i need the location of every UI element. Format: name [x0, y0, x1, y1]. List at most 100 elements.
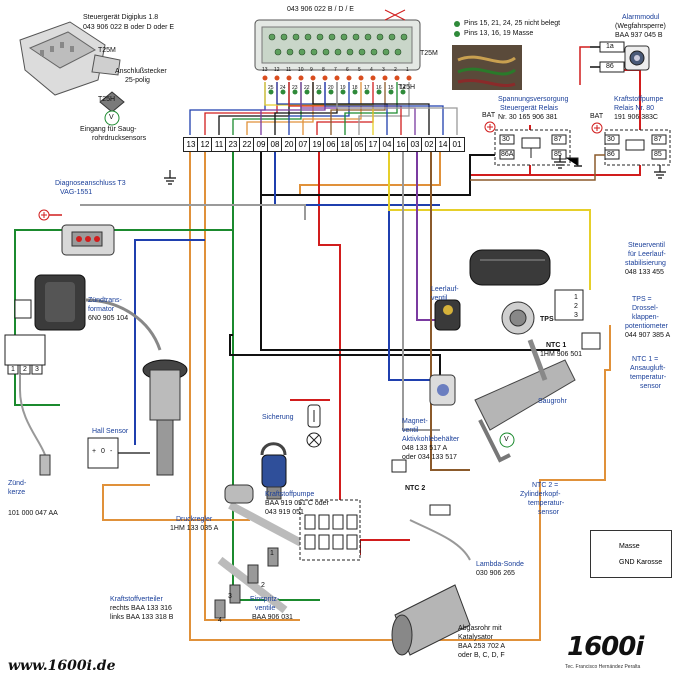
- solenoid-line3: Aktivkohlebehälter: [402, 436, 460, 443]
- lambda-part: 030 906 265: [476, 570, 515, 577]
- ecu-part: 043 906 022 B oder D oder E: [83, 24, 175, 31]
- idle-title2: ventil: [431, 295, 448, 302]
- regulator-title: Druckregler: [176, 516, 213, 523]
- ecu-connector-pins: 25-polig: [125, 77, 150, 84]
- tps-line4: potentiometer: [625, 323, 668, 330]
- ecu-input-label: Eingang für Saug-: [80, 126, 137, 133]
- distributor: [19, 359, 188, 476]
- ecu-title: Steuergerät Digiplus 1.8: [83, 14, 159, 21]
- injectors-part: BAA 906 031: [252, 614, 293, 621]
- hall-pin-minus: -: [110, 448, 113, 455]
- ntc1-line2: Ansaugluft-: [630, 365, 666, 372]
- top-pin-label-7: 7: [334, 67, 337, 73]
- alarm-pin-86: 86: [606, 63, 614, 70]
- ecu-pin-12: 12: [197, 137, 213, 152]
- ecu-t25h: T25H: [98, 96, 116, 103]
- tps-pin-3: 3: [574, 312, 578, 319]
- top-pin-label-2: 2: [394, 67, 397, 73]
- ecu-v-label: V: [109, 114, 114, 121]
- distributor-line3: links BAA 133 318 B: [110, 614, 174, 621]
- ntc2-sensor: [391, 459, 407, 473]
- ntc2-line2: Zylinderkopf-: [520, 491, 561, 498]
- diag-title: Diagnoseanschluss T3: [55, 180, 126, 187]
- fuelpump-title: Kraftstoffpumpe: [265, 491, 315, 498]
- hall-sensor: [87, 437, 150, 469]
- ecu-connector-block: [254, 9, 421, 95]
- tps-short: TPS: [540, 316, 554, 323]
- website-link[interactable]: www.1600i.de: [8, 658, 116, 674]
- hall-title: Hall Sensor: [92, 428, 129, 435]
- fuelpump-relay-title: Kraftstoffpumpe: [614, 96, 664, 103]
- fuelpump-relay-pin-85: 85: [654, 151, 662, 158]
- top-pin-label-5: 5: [358, 67, 361, 73]
- ignition-coil: [4, 274, 162, 375]
- coil-title: Zündtrans-: [88, 297, 122, 304]
- fuel-pump: [260, 442, 287, 500]
- solenoid-title: Magnet-: [402, 418, 428, 425]
- bottom-pin-label-14: 14: [400, 85, 406, 91]
- alarm-pin-1a: 1a: [606, 43, 614, 50]
- alarm-part: BAA 937 045 B: [615, 32, 663, 39]
- fuelpump-relay-subtitle: Relais Nr. 80: [614, 105, 655, 112]
- distributor-line2: rechts BAA 133 316: [110, 605, 172, 612]
- lambda-title: Lambda-Sonde: [476, 561, 524, 568]
- ecu-pin-09: 09: [253, 137, 269, 152]
- alarm-module: [579, 41, 650, 85]
- stabil-line2: für Leerlauf-: [628, 251, 666, 258]
- bottom-pin-label-25: 25: [268, 85, 274, 91]
- spark-line2: kerze: [8, 489, 26, 496]
- spark-title: Zünd-: [8, 480, 27, 487]
- idle-title: Leerlauf-: [431, 286, 459, 293]
- diag-part: VAG-1551: [60, 189, 93, 196]
- tps-part: 044 907 385 A: [625, 332, 671, 339]
- power-title: Spannungsversorgung: [498, 96, 569, 103]
- bottom-pin-label-16: 16: [376, 85, 382, 91]
- connector-t25m-label: T25M: [420, 50, 438, 57]
- ecu-t25m: T25M: [98, 47, 116, 54]
- power-subtitle: Steuergerät Relais: [500, 105, 558, 112]
- bottom-pin-label-17: 17: [364, 85, 370, 91]
- fuse: [306, 404, 322, 448]
- ntc1-short: NTC 1: [546, 342, 567, 349]
- ntc1-line3: temperatur-: [630, 374, 667, 381]
- fuelpump-relay-pin-86: 86: [607, 151, 615, 158]
- top-pin-label-6: 6: [346, 67, 349, 73]
- tps-title: TPS =: [632, 296, 652, 303]
- power-pin-85: 85: [554, 151, 562, 158]
- exhaust-line2: Katalysator: [458, 634, 494, 641]
- hall-pin-0: 0: [101, 448, 105, 455]
- ecu-unit-illustration: [19, 21, 125, 118]
- connector-part-number: 043 906 022 B / D / E: [287, 6, 354, 13]
- top-pin-label-3: 3: [382, 67, 385, 73]
- bottom-pin-label-24: 24: [280, 85, 286, 91]
- fuelpump-relay: [470, 122, 671, 181]
- bottom-pin-label-15: 15: [388, 85, 394, 91]
- tps-pin-2: 2: [574, 303, 578, 310]
- ecu-pin-17: 17: [365, 137, 381, 152]
- top-pin-label-1: 1: [406, 67, 409, 73]
- tps-line3: klappen-: [632, 314, 659, 321]
- solenoid-part1: 048 133 517 A: [402, 445, 448, 452]
- connector-t25h-label: T25H: [398, 84, 416, 91]
- brand-logo: 1600i: [567, 632, 644, 662]
- stabil-line3: stabilisierung: [625, 260, 666, 267]
- bottom-pin-label-21: 21: [316, 85, 322, 91]
- top-pin-label-9: 9: [310, 67, 313, 73]
- fuelpump-relay-bat: BAT: [590, 113, 604, 120]
- exhaust-assembly: [391, 504, 471, 656]
- ntc1-part: 1HM 906 501: [540, 351, 583, 358]
- exhaust-line4: oder B, C, D, F: [458, 652, 505, 659]
- power-bat: BAT: [482, 112, 496, 119]
- author-credit: Tec. Francisco Hernández Peralta: [565, 664, 641, 670]
- fuelpump-relay-pin-30: 30: [607, 136, 615, 143]
- tps-pin-1: 1: [574, 294, 578, 301]
- ecu-connector-label: Anschlußstecker: [115, 68, 167, 75]
- pins-ground-note: Pins 13, 16, 19 Masse: [464, 30, 534, 37]
- ntc2-line4: sensor: [538, 509, 560, 516]
- ecu-input-label2: rohrdrucksensors: [92, 135, 147, 142]
- stabil-title: Steuerventil: [628, 242, 665, 249]
- injector-num-1: 1: [270, 550, 274, 557]
- injector-num-2: 2: [261, 582, 265, 589]
- bottom-pin-label-22: 22: [304, 85, 310, 91]
